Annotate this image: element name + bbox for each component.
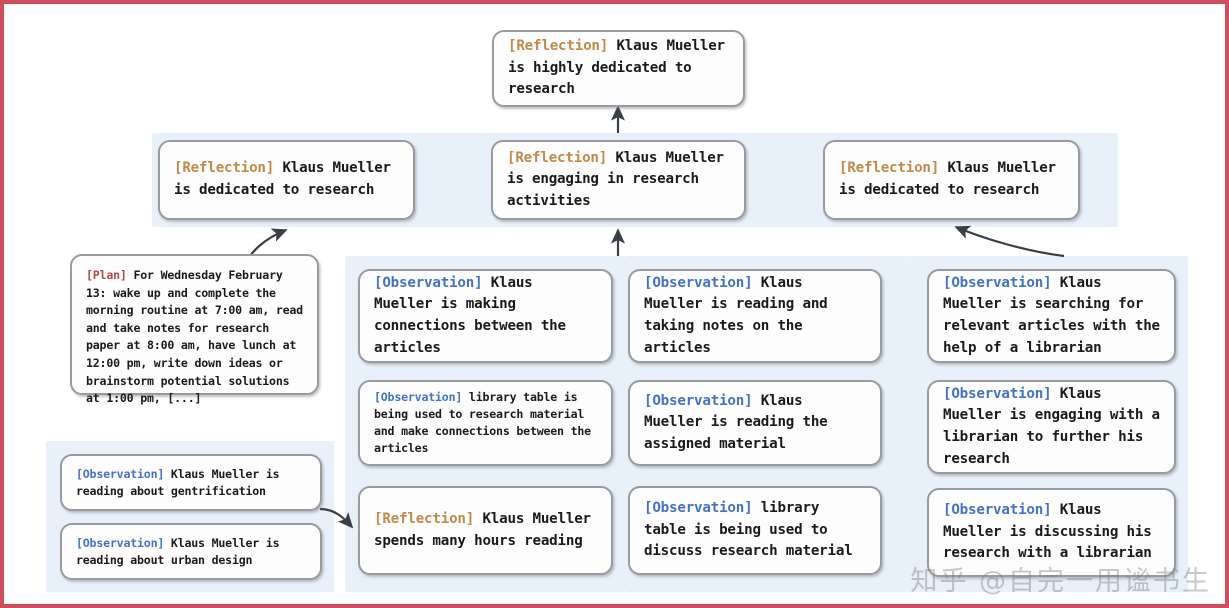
node-plan[interactable]: [Plan] For Wednesday February 13: wake u… [70,254,319,405]
node-text: [Reflection] Klaus Mueller is highly ded… [508,36,731,101]
tag-observation: [Observation] [374,274,483,291]
node-body: Klaus Mueller is reading the assigned ma… [644,392,836,452]
node-body: library table is being used to research … [374,390,598,455]
tag-observation: [Observation] [943,274,1052,291]
node-col-a-2[interactable]: [Observation] library table is being use… [358,380,613,466]
node-body: Klaus Mueller is engaging in research ac… [507,149,733,209]
node-text: [Reflection] Klaus Mueller is engaging i… [507,148,732,213]
node-col-b-1[interactable]: [Observation] Klaus Mueller is reading a… [628,269,882,363]
tag-observation: [Observation] [943,385,1052,402]
tag-observation: [Observation] [76,466,165,481]
node-body: Klaus Mueller is discussing his research… [943,502,1160,562]
node-text: [Observation] Klaus Mueller is reading a… [644,273,868,359]
node-body: Klaus Mueller is making connections betw… [374,274,575,356]
node-body: Klaus Mueller is dedicated to research [174,160,400,198]
node-text: [Reflection] Klaus Mueller spends many h… [374,509,599,552]
node-body: Klaus Mueller is reading about urban des… [76,535,287,567]
tag-observation: [Observation] [644,274,753,291]
node-text: [Observation] Klaus Mueller is reading a… [76,466,308,500]
node-text: [Reflection] Klaus Mueller is dedicated … [174,158,401,201]
node-text: [Observation] Klaus Mueller is making co… [374,273,599,359]
node-text: [Observation] Klaus Mueller is engaging … [943,384,1162,470]
node-text: [Reflection] Klaus Mueller is dedicated … [839,158,1066,201]
node-body: Klaus Mueller is engaging with a librari… [943,385,1169,467]
node-text: [Observation] Klaus Mueller is reading a… [76,535,308,569]
node-text: [Observation] library table is being use… [644,498,868,563]
node-text: [Plan] For Wednesday February 13: wake u… [86,267,305,408]
node-body: Klaus Mueller is searching for relevant … [943,274,1169,356]
node-body: Klaus Mueller is reading and taking note… [644,274,836,356]
tag-reflection: [Reflection] [507,149,608,166]
node-body: Klaus Mueller spends many hours reading [374,510,600,549]
node-col-a-3[interactable]: [Reflection] Klaus Mueller spends many h… [358,486,613,575]
node-body: For Wednesday February 13: wake up and c… [86,268,310,406]
node-text: [Observation] Klaus Mueller is discussin… [943,500,1162,565]
tag-observation: [Observation] [374,390,463,405]
node-left-observation-1[interactable]: [Observation] Klaus Mueller is reading a… [60,454,322,511]
tag-reflection: [Reflection] [374,510,475,527]
node-reflection-right[interactable]: [Reflection] Klaus Mueller is dedicated … [823,140,1080,220]
node-left-observation-2[interactable]: [Observation] Klaus Mueller is reading a… [60,523,322,580]
node-body: library table is being used to discuss r… [644,500,853,560]
node-col-c-2[interactable]: [Observation] Klaus Mueller is engaging … [927,380,1176,474]
node-body: Klaus Mueller is highly dedicated to res… [508,38,734,98]
tag-observation: [Observation] [943,502,1052,519]
tag-reflection: [Reflection] [839,160,940,177]
node-body: Klaus Mueller is reading about gentrific… [76,466,287,498]
node-reflection-middle[interactable]: [Reflection] Klaus Mueller is engaging i… [491,140,746,220]
tag-reflection: [Reflection] [174,160,275,177]
node-col-c-1[interactable]: [Observation] Klaus Mueller is searching… [927,269,1176,363]
tag-observation: [Observation] [76,535,165,550]
node-text: [Observation] library table is being use… [374,389,599,456]
node-body: Klaus Mueller is dedicated to research [839,160,1065,198]
node-col-c-3[interactable]: [Observation] Klaus Mueller is discussin… [927,488,1176,577]
node-reflection-left[interactable]: [Reflection] Klaus Mueller is dedicated … [158,140,415,220]
tag-plan: [Plan] [86,268,127,282]
tag-observation: [Observation] [644,392,753,409]
node-text: [Observation] Klaus Mueller is reading t… [644,391,868,456]
node-root-reflection[interactable]: [Reflection] Klaus Mueller is highly ded… [492,30,745,107]
node-col-b-3[interactable]: [Observation] library table is being use… [628,486,882,575]
node-text: [Observation] Klaus Mueller is searching… [943,273,1162,359]
node-col-b-2[interactable]: [Observation] Klaus Mueller is reading t… [628,380,882,466]
tag-observation: [Observation] [644,500,753,517]
node-col-a-1[interactable]: [Observation] Klaus Mueller is making co… [358,269,613,363]
tag-reflection: [Reflection] [508,38,609,55]
edge-colc-to-right-reflection [954,225,1065,258]
